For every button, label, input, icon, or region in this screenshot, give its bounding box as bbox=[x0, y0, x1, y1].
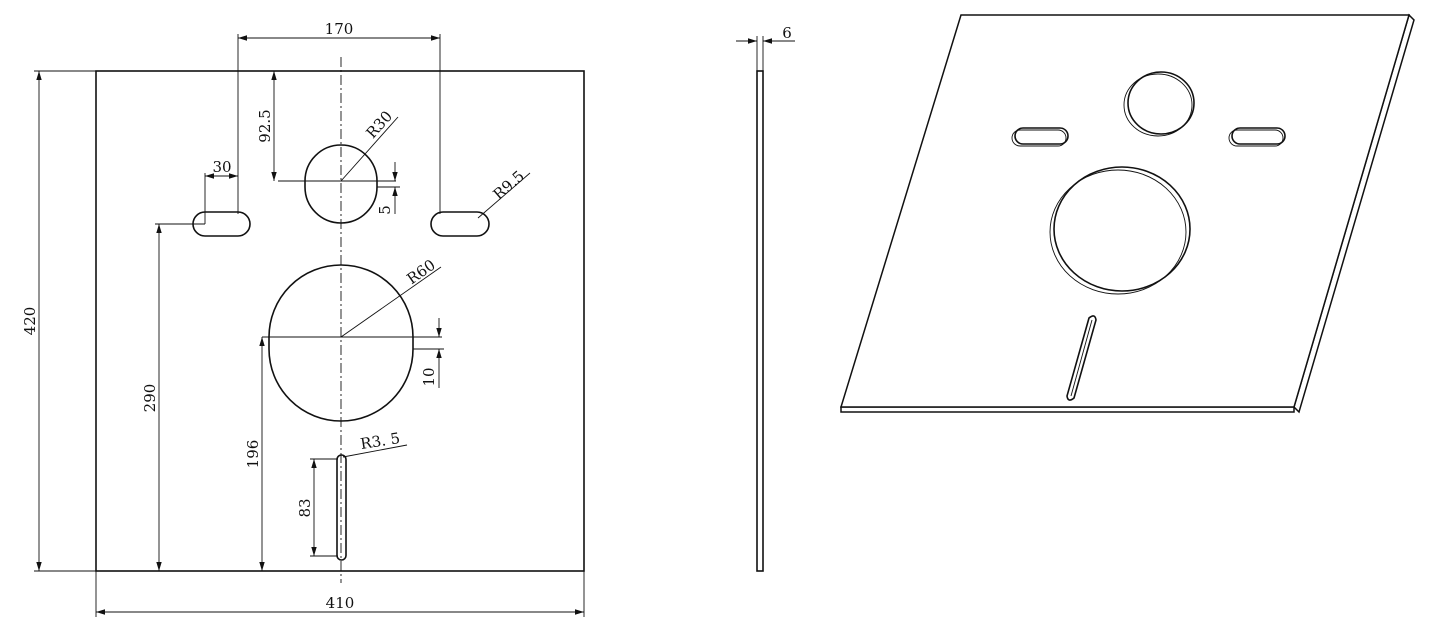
bottom-slot bbox=[336, 454, 347, 561]
r9-5-label: R9.5 bbox=[490, 167, 528, 204]
iso-left-slot-wall bbox=[1011, 129, 1067, 147]
iso-small-hole bbox=[1127, 71, 1195, 135]
dim-196-label: 196 bbox=[244, 440, 262, 469]
r60-leader bbox=[340, 266, 442, 338]
r30-label: R30 bbox=[362, 107, 396, 142]
iso-right-slot bbox=[1231, 127, 1286, 145]
r3-5-label: R3. 5 bbox=[359, 429, 401, 453]
iso-bottom-slot-wall bbox=[1070, 319, 1093, 397]
dim-83-label: 83 bbox=[296, 498, 314, 517]
iso-large-hole bbox=[1053, 166, 1191, 292]
side-view: 6 bbox=[736, 24, 795, 572]
plate-outline bbox=[95, 70, 585, 572]
dim-6-label: 6 bbox=[782, 24, 792, 42]
r9-5-leader bbox=[477, 172, 531, 219]
iso-large-hole-wall bbox=[1049, 169, 1187, 295]
dim-92-5-label: 92.5 bbox=[256, 109, 274, 142]
dim-420-label: 420 bbox=[21, 307, 39, 336]
dim-10-label: 10 bbox=[420, 367, 438, 386]
dim-5-label: 5 bbox=[376, 205, 394, 215]
dim-410-label: 410 bbox=[326, 594, 355, 612]
dim-170-label: 170 bbox=[325, 20, 354, 38]
iso-left-slot bbox=[1014, 127, 1069, 145]
r60-label: R60 bbox=[404, 256, 439, 288]
plate-edge bbox=[756, 70, 764, 572]
front-view: 170 92.5 R30 5 30 R9.5 R60 10 290 1 bbox=[21, 20, 585, 617]
iso-right-slot-wall bbox=[1228, 129, 1284, 147]
isometric-view bbox=[839, 13, 1415, 414]
iso-bottom-slot bbox=[1066, 315, 1097, 401]
iso-small-hole-wall bbox=[1123, 73, 1193, 137]
right-slot bbox=[430, 211, 490, 237]
large-hole bbox=[268, 264, 414, 422]
iso-plate-top-face bbox=[839, 14, 1411, 408]
r30-leader bbox=[340, 116, 399, 182]
dim-30-label: 30 bbox=[212, 158, 231, 176]
r3-5-leader bbox=[342, 444, 408, 458]
dim-290-label: 290 bbox=[141, 384, 159, 413]
